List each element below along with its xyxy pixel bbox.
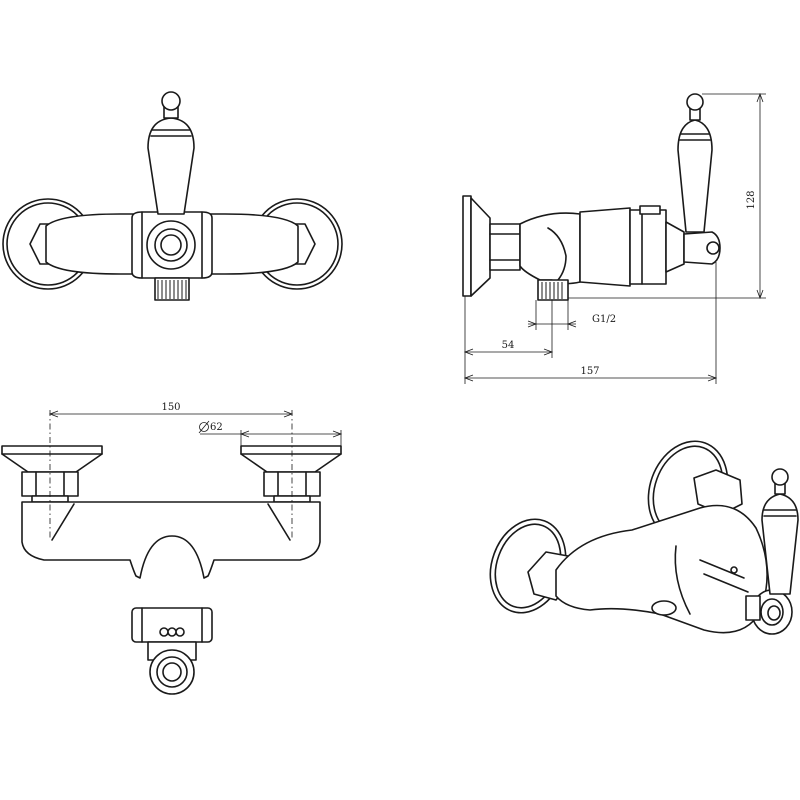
front-view xyxy=(2,91,343,301)
top-view xyxy=(1,410,343,579)
isometric-view xyxy=(489,440,799,635)
dim-thread-g12: G1/2 xyxy=(592,314,616,325)
dim-depth-54: 54 xyxy=(502,340,515,351)
dim-width-150: 150 xyxy=(161,402,180,413)
dim-height-128: 128 xyxy=(746,190,757,209)
dim-depth-157: 157 xyxy=(580,366,599,377)
dim-diameter-62: 62 xyxy=(210,422,223,433)
outlet-detail xyxy=(131,607,213,695)
side-view xyxy=(462,92,766,384)
